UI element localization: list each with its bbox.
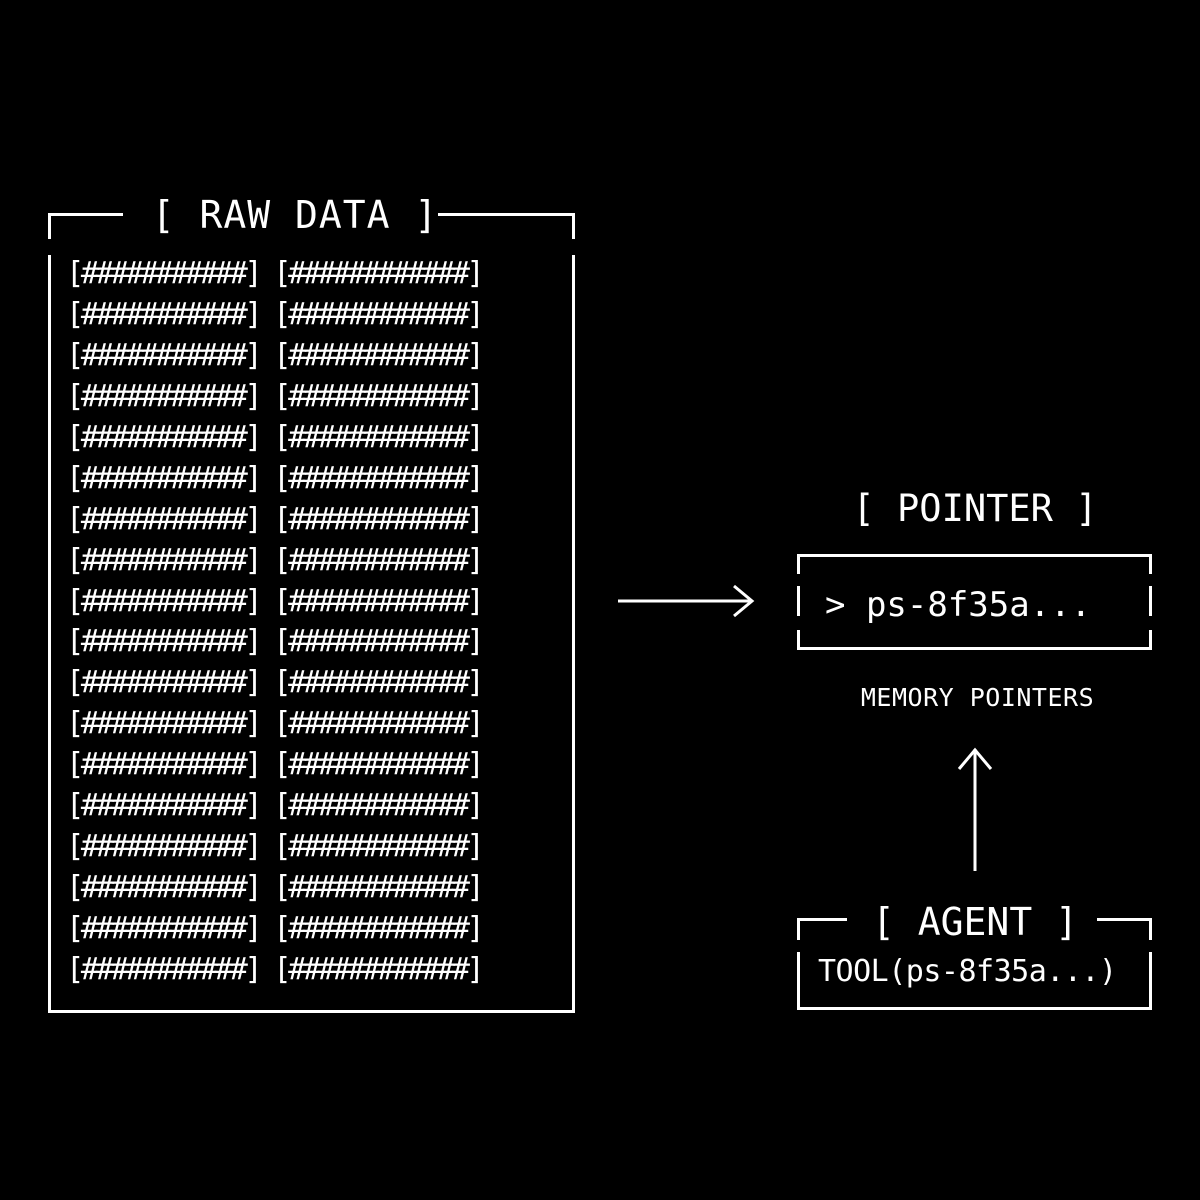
raw-data-cell: [############] (273, 420, 485, 455)
raw-data-cell: [###########] (66, 624, 263, 660)
arrow-right-icon (618, 584, 755, 618)
raw-data-cell: [###########] (66, 297, 263, 333)
raw-data-row: [###########] [############] (66, 704, 561, 745)
pointer-box (797, 554, 1152, 650)
raw-data-cell: [############] (273, 869, 485, 905)
raw-data-row: [###########] [############] (66, 663, 561, 704)
raw-data-row: [###########] [############] (66, 377, 561, 418)
raw-data-row: [###########] [############] (66, 745, 561, 786)
memory-pointers-caption: MEMORY POINTERS (860, 683, 1095, 712)
agent-title: [ AGENT ] (860, 897, 1090, 947)
raw-data-cell: [###########] (66, 706, 263, 742)
pointer-title: [ POINTER ] (852, 487, 1098, 530)
raw-data-cell: [############] (273, 583, 485, 619)
raw-data-cell: [###########] (66, 501, 263, 537)
raw-data-cell: [###########] (66, 951, 263, 987)
raw-data-row: [###########] [############] (66, 336, 561, 377)
raw-data-cell: [############] (273, 624, 485, 660)
raw-data-cell: [############] (273, 338, 485, 374)
raw-data-row: [###########] [############] (66, 867, 561, 908)
raw-data-rows: [###########][############][###########]… (66, 254, 561, 990)
raw-data-cell: [############] (273, 951, 485, 987)
raw-data-cell: [###########] (66, 420, 263, 455)
agent-tool-call: TOOL(ps-8f35a...) (818, 954, 1117, 989)
agent-box (797, 918, 1152, 1010)
raw-data-cell: [############] (273, 828, 485, 864)
raw-data-cell: [############] (273, 501, 485, 537)
raw-data-row: [###########] [############] (66, 254, 561, 295)
raw-data-cell: [###########] (66, 788, 263, 824)
raw-data-cell: [############] (273, 542, 485, 578)
raw-data-cell: [############] (273, 460, 485, 496)
raw-data-frame (48, 213, 575, 1013)
raw-data-cell: [###########] (66, 379, 263, 415)
raw-data-cell: [###########] (66, 747, 263, 783)
raw-data-cell: [###########] (66, 828, 263, 864)
raw-data-cell: [###########] (66, 460, 263, 496)
raw-data-cell: [############] (273, 706, 485, 742)
arrow-up-icon (957, 747, 993, 871)
raw-data-row: [###########] [############] (66, 826, 561, 867)
raw-data-cell: [############] (273, 665, 485, 701)
raw-data-cell: [############] (273, 297, 485, 333)
raw-data-row: [###########] [############] (66, 786, 561, 827)
raw-data-row: [###########] [############] (66, 949, 561, 990)
raw-data-title: [ RAW DATA ] (151, 193, 439, 237)
raw-data-cell: [###########] (66, 583, 263, 619)
raw-data-row: [###########] [############] (66, 418, 561, 459)
raw-data-cell: [############] (273, 256, 485, 292)
raw-data-cell: [###########] (66, 542, 263, 578)
raw-data-cell: [############] (273, 910, 485, 946)
raw-data-cell: [###########] (66, 910, 263, 946)
raw-data-cell: [############] (273, 379, 485, 415)
raw-data-cell: [###########] (66, 665, 263, 701)
raw-data-cell: [###########] (66, 338, 263, 374)
raw-data-row: [###########] [############] (66, 540, 561, 581)
raw-data-row: [###########] [############] (66, 622, 561, 663)
raw-data-cell: [############] (273, 747, 485, 783)
raw-data-row: [###########] [############] (66, 908, 561, 949)
raw-data-cell: [###########] (66, 869, 263, 905)
raw-data-cell: [############] (273, 788, 485, 824)
raw-data-cell: [###########] (66, 256, 263, 292)
raw-data-row: [###########] [############] (66, 499, 561, 540)
raw-data-row: [###########] [############] (66, 581, 561, 622)
raw-data-row: [###########] [############] (66, 295, 561, 336)
pointer-value: > ps-8f35a... (825, 585, 1092, 625)
raw-data-row: [###########] [############] (66, 458, 561, 499)
